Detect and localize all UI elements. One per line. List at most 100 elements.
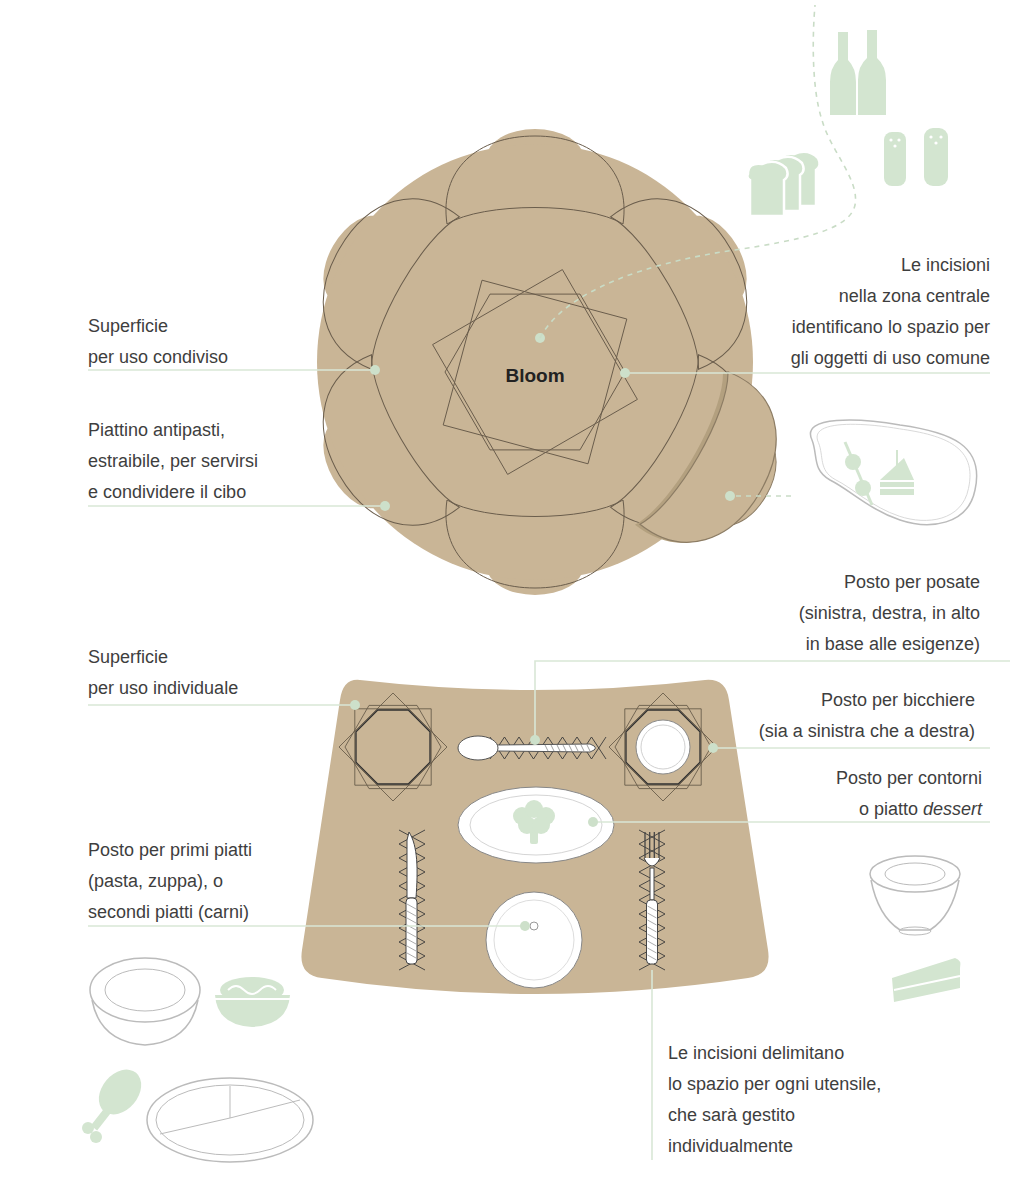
glass-place-part <box>355 709 431 785</box>
cake-icon <box>892 958 960 1002</box>
leader-dot <box>520 921 530 931</box>
shaker-icon-part <box>893 144 896 147</box>
fork-part <box>644 858 660 866</box>
annotation: Superficie per uso individuale <box>88 642 238 704</box>
knife-part <box>407 925 416 930</box>
leader-dot <box>380 501 390 511</box>
knife-part <box>406 898 417 964</box>
leader-dot <box>535 333 545 343</box>
fork-part <box>647 900 658 964</box>
center-engraving-part <box>445 294 625 450</box>
glass-place-part <box>609 693 717 801</box>
spoon-part <box>581 745 584 751</box>
divided-plate-part <box>156 1085 304 1155</box>
spoon-part <box>587 745 590 751</box>
fork-part <box>648 906 657 911</box>
spoon-part <box>575 745 578 751</box>
leader-line <box>625 372 990 374</box>
leader-dot <box>370 365 380 375</box>
fork-part <box>648 927 657 932</box>
chicken-icon <box>82 1061 150 1143</box>
tray <box>295 129 811 595</box>
knife-part <box>407 918 416 923</box>
bread-icon <box>747 162 787 216</box>
bowl-icon-part <box>870 856 960 892</box>
center-engraving-part <box>443 280 627 464</box>
plate-engraving <box>446 500 624 588</box>
leader-dot <box>708 743 718 753</box>
dashed-leader <box>736 495 795 497</box>
spoon-part <box>563 745 566 751</box>
leader-line <box>713 747 990 749</box>
bowl-icon-part <box>90 958 200 1022</box>
leader-dot <box>725 491 735 501</box>
fork <box>644 832 660 964</box>
spoon-part <box>497 744 596 752</box>
shaker-icon-part <box>897 138 900 141</box>
utensil-engraving <box>399 830 425 970</box>
antipasti-plate-part <box>855 480 871 496</box>
pasta-icon <box>215 977 290 1027</box>
glass-place-part <box>339 693 447 801</box>
chicken-icon-part <box>90 1131 102 1143</box>
divided-plate-part <box>160 1086 300 1134</box>
main-plate-part <box>494 900 574 980</box>
annotation: Posto per primi piatti (pasta, zuppa), o… <box>88 835 252 928</box>
dashed-leader <box>540 5 856 338</box>
antipasti-plate-part <box>880 482 914 487</box>
glass-place-part <box>636 720 690 774</box>
antipasti-plate-part <box>896 450 898 470</box>
annotation: Le incisioni nella zona centrale identif… <box>791 250 990 374</box>
pasta-icon-part <box>228 986 276 994</box>
side-dish-part <box>532 816 550 834</box>
leader-dot <box>530 735 540 745</box>
spoon-part <box>545 745 548 751</box>
spoon-part <box>569 745 572 751</box>
annotation: Piattino antipasti, estraibile, per serv… <box>88 415 258 508</box>
cake-icon-part <box>894 976 960 990</box>
annotation: Posto per contorni o piatto dessert <box>836 763 982 825</box>
glass-place <box>609 693 717 801</box>
bowl-icon <box>870 856 960 935</box>
spoon-part <box>557 745 560 751</box>
fork-part <box>658 832 659 860</box>
side-dish <box>458 787 614 863</box>
bowl-icon <box>90 958 200 1045</box>
knife-part <box>407 904 416 909</box>
antipasti-plate-part <box>845 442 872 505</box>
bottle-icon <box>858 30 886 115</box>
bowl-icon-part <box>105 969 185 1011</box>
plate-engraving <box>295 172 460 370</box>
leader-dot <box>350 700 360 710</box>
spoon <box>458 736 596 760</box>
leader-line <box>593 821 990 823</box>
antipasti-plate-part <box>845 454 861 470</box>
chicken-icon-part <box>90 1061 150 1122</box>
spoon-part <box>551 745 554 751</box>
plate-engraving <box>295 354 460 552</box>
knife <box>406 832 417 964</box>
tray-node: Bloom <box>317 147 753 583</box>
leader-line <box>651 970 653 1160</box>
antipasti-plate-part <box>810 420 976 524</box>
chicken-icon-part <box>82 1122 94 1134</box>
shaker-icon-part <box>939 135 942 138</box>
fork-part <box>654 832 655 860</box>
shaker-icon-part <box>884 132 906 186</box>
annotation: Posto per bicchiere (sia a sinistra che … <box>759 685 975 747</box>
shaker-icon-part <box>929 135 932 138</box>
main-plate <box>486 892 582 988</box>
fork-part <box>644 832 645 860</box>
divided-plate <box>147 1078 313 1162</box>
spoon-part <box>458 736 498 760</box>
antipasti-plate-part <box>817 424 970 520</box>
leader-dot <box>588 817 598 827</box>
annotation: Posto per posate (sinistra, destra, in a… <box>799 567 980 660</box>
side-dish-part <box>458 787 614 863</box>
pasta-icon-part <box>215 998 290 1000</box>
fork-part <box>648 934 657 939</box>
bowl-icon-part <box>871 880 959 930</box>
utensil-engraving <box>490 737 606 759</box>
fork-part <box>648 955 657 960</box>
utensil-engraving <box>639 830 665 970</box>
